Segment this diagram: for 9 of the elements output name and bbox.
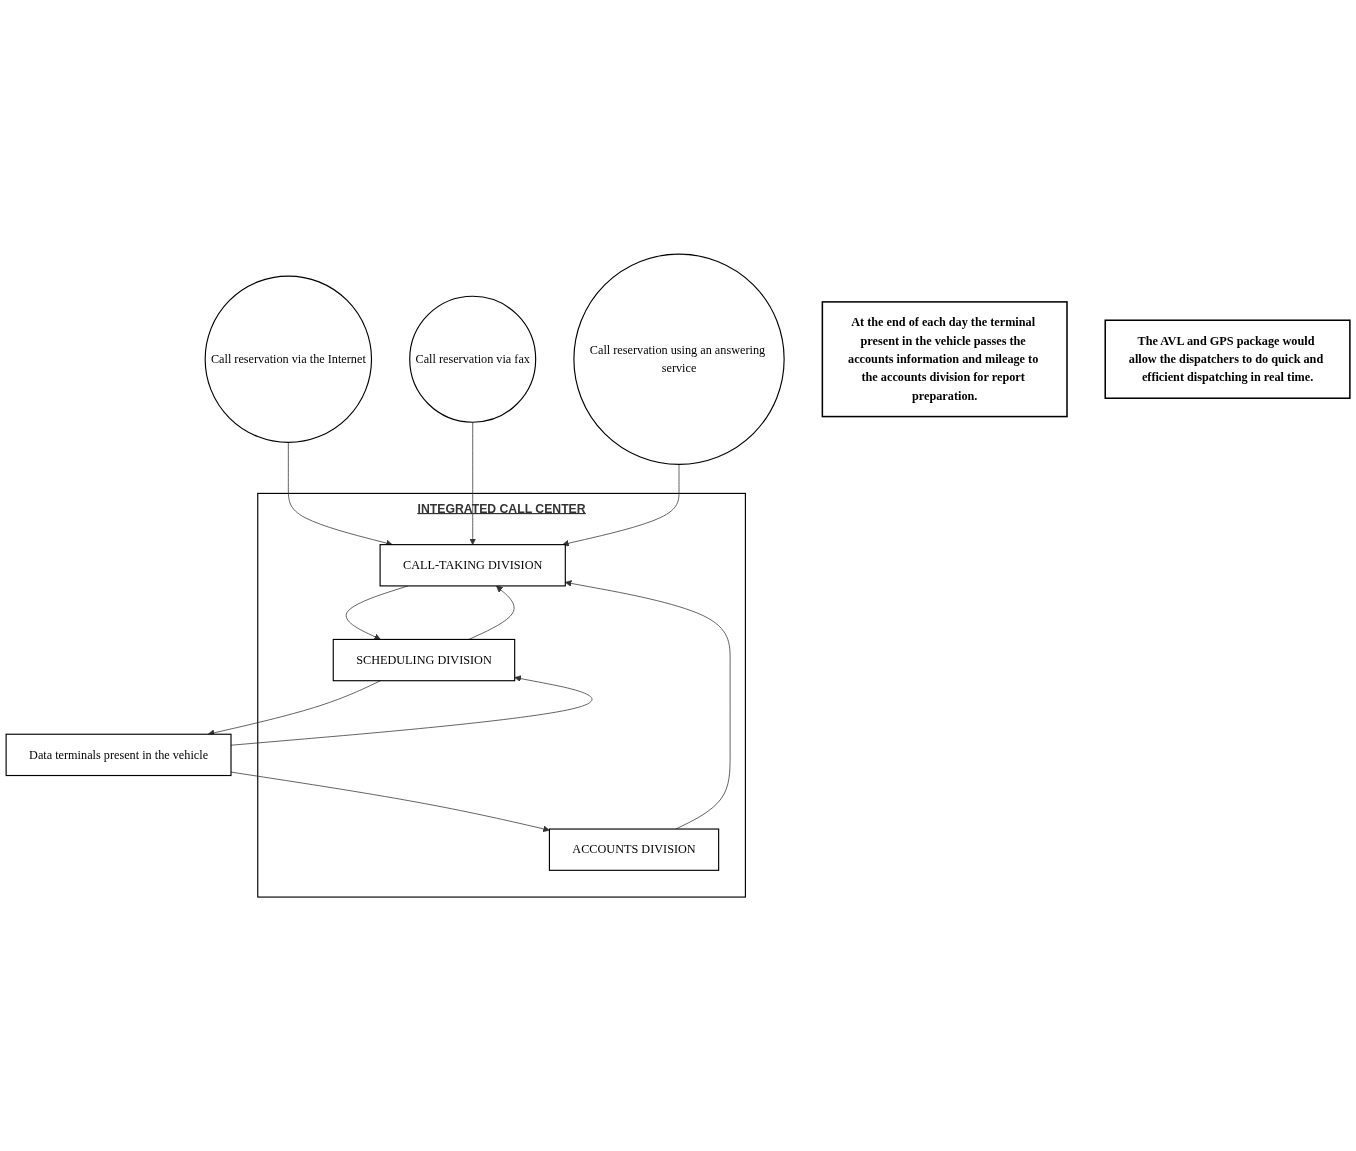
node-circle: Call reservation via the Internet: [204, 275, 373, 443]
node-box: Data terminals present in the vehicle: [5, 733, 232, 776]
node-box: CALL-TAKING DIVISION: [379, 543, 566, 587]
node-circle: Call reservation using an answering service: [573, 253, 785, 465]
node-circle: Call reservation via fax: [409, 295, 537, 423]
node-box: SCHEDULING DIVISION: [332, 638, 516, 682]
node-box: ACCOUNTS DIVISION: [548, 828, 720, 871]
node-box: The AVL and GPS package would allow the dispatchers to do quick and efficient dispatching in real time.: [1104, 319, 1351, 399]
node-box: At the end of each day the terminal present in the vehicle passes the accounts information and mileage to the accounts division for report preparation.: [821, 301, 1068, 418]
